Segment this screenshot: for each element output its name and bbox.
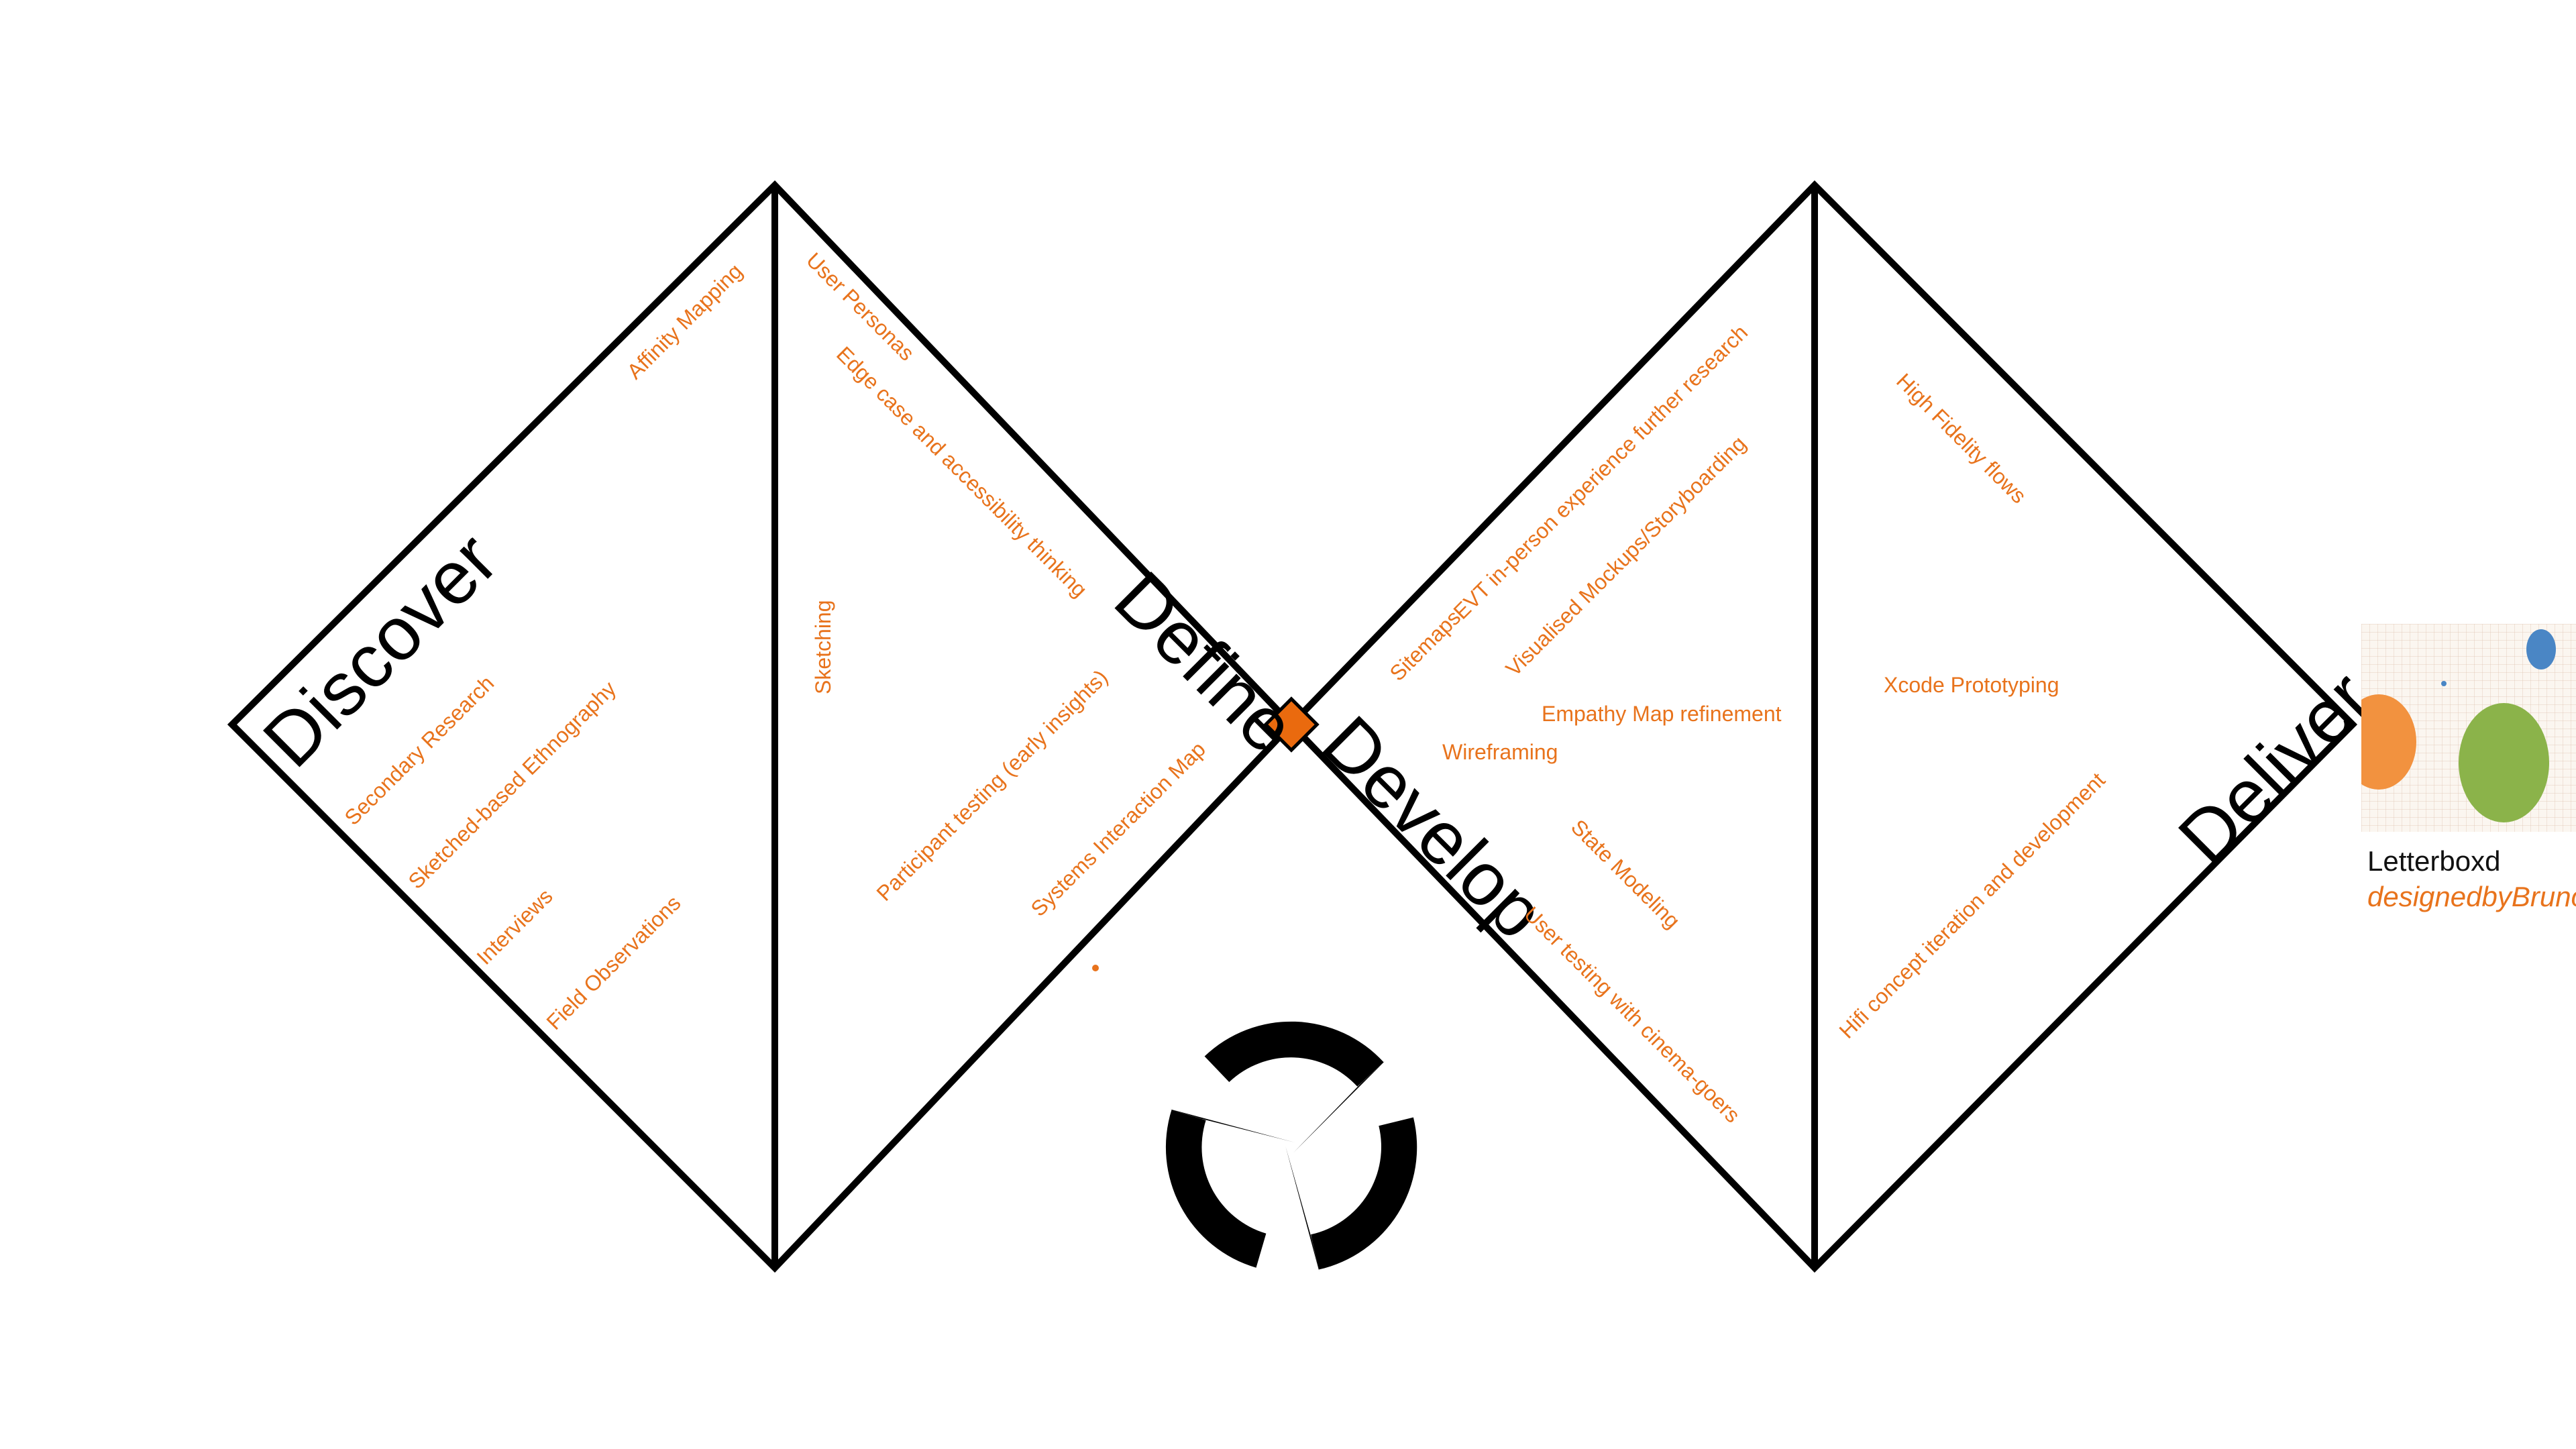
note-systems-map: Systems Interaction Map (1026, 737, 1210, 920)
note-user-personas: User Personas (802, 248, 919, 365)
note-wireframing: Wireframing (1442, 740, 1558, 764)
note-sketching: Sketching (811, 600, 835, 694)
note-empathy-map: Empathy Map refinement (1542, 702, 1782, 726)
first-diamond-outline (227, 180, 1296, 1273)
brand-name: Letterboxd (2367, 845, 2501, 877)
logo-blue-dot (2526, 629, 2556, 669)
logo-small-dot (2441, 681, 2447, 686)
logo-orange-dot (2361, 694, 2416, 790)
note-xcode-prototyping: Xcode Prototyping (1884, 673, 2059, 697)
brand-credit: designedbyBruno (2367, 881, 2576, 912)
logo-green-dot (2459, 703, 2549, 822)
note-state-modeling: State Modeling (1566, 814, 1684, 932)
phase-label-discover: Discover (248, 517, 513, 783)
note-hifi-iteration: Hifi concept iteration and development (1834, 768, 2109, 1043)
note-field-observations: Field Observations (541, 891, 685, 1034)
note-sketched-ethnography: Sketched-based Ethnography (403, 676, 621, 894)
note-interviews: Interviews (472, 884, 557, 969)
letterboxd-logo-thumbnail (2361, 624, 2576, 832)
phase-label-deliver: Deliver (2163, 655, 2387, 880)
stray-dot (1092, 965, 1099, 971)
cycle-arrow-segment (1285, 1117, 1417, 1272)
note-user-testing: User testing with cinema-goers (1519, 902, 1745, 1127)
refresh-cycle-icon (1120, 975, 1417, 1272)
phase-label-define: Define (1099, 556, 1311, 769)
junction-marker (1263, 696, 1320, 753)
note-hifi-flows: High Fidelity flows (1892, 368, 2031, 508)
second-diamond-outline (1287, 180, 2358, 1273)
